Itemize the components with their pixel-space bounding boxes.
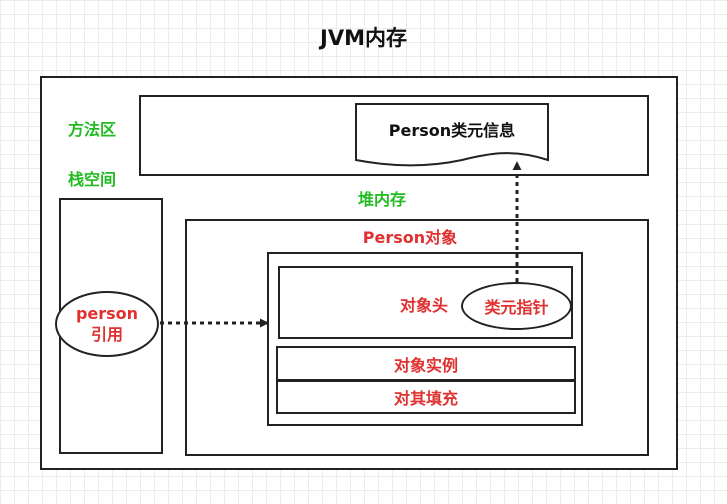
- diagram-title: JVM内存: [320, 26, 407, 50]
- object-header-label: 对象头: [399, 296, 448, 315]
- padding-label: 对其填充: [393, 389, 458, 408]
- instance-data-label: 对象实例: [393, 355, 458, 375]
- method-area-label: 方法区: [68, 120, 117, 139]
- person-reference-ellipse: person 引用: [55, 291, 159, 357]
- stack-space-label: 栈空间: [68, 170, 117, 189]
- person-object-label: Person对象: [362, 228, 458, 247]
- class-pointer-label: 类元指针: [484, 298, 549, 317]
- class-meta-document-shape: [355, 103, 549, 167]
- padding-box: 对其填充: [276, 380, 576, 414]
- person-reference-label: person 引用: [75, 304, 139, 344]
- class-pointer-ellipse: 类元指针: [461, 282, 572, 330]
- heap-label: 堆内存: [358, 190, 407, 209]
- class-meta-label: Person类元信息: [388, 121, 516, 140]
